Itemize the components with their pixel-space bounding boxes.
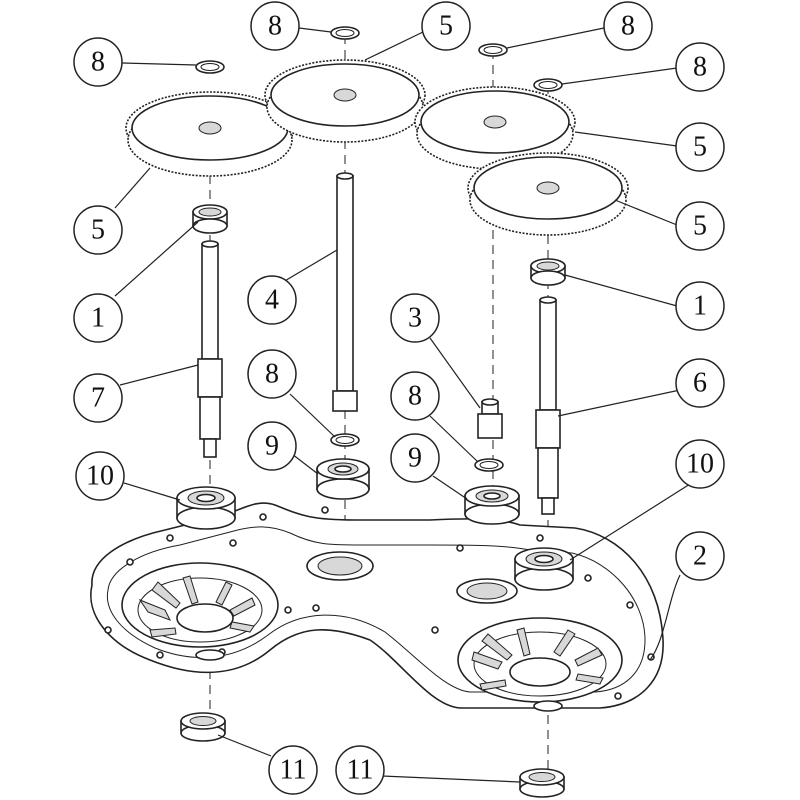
callout-label: 8 bbox=[693, 52, 707, 83]
bushings bbox=[192, 204, 566, 286]
shaft-center bbox=[332, 172, 358, 412]
callout-5-right-lower: 5 bbox=[675, 201, 725, 251]
bearing-10-left bbox=[176, 486, 236, 530]
pinion-shaft bbox=[477, 398, 503, 439]
callout-label: 2 bbox=[693, 541, 707, 572]
callout-8-right-lower: 8 bbox=[390, 371, 440, 421]
callout-label: 3 bbox=[408, 303, 422, 334]
bearing-9-right bbox=[464, 485, 520, 525]
callout-label: 11 bbox=[347, 755, 374, 786]
gear-right-upper bbox=[414, 86, 576, 170]
callout-label: 5 bbox=[91, 215, 105, 246]
callout-label: 8 bbox=[621, 11, 635, 42]
callout-label: 1 bbox=[693, 291, 707, 322]
gear-top-center bbox=[264, 59, 426, 143]
callout-5-top: 5 bbox=[421, 1, 471, 51]
bearing-9-left bbox=[316, 458, 370, 500]
callout-8-right: 8 bbox=[675, 42, 725, 92]
callout-5-left: 5 bbox=[73, 205, 123, 255]
callout-11-left: 11 bbox=[268, 745, 318, 795]
callout-1-left: 1 bbox=[73, 293, 123, 343]
callout-1-right: 1 bbox=[675, 281, 725, 331]
callout-4: 4 bbox=[247, 275, 297, 325]
callout-5-right-upper: 5 bbox=[675, 122, 725, 172]
bearing-11-left bbox=[180, 712, 226, 742]
callout-label: 8 bbox=[268, 11, 282, 42]
callout-label: 8 bbox=[265, 359, 279, 390]
callout-label: 8 bbox=[408, 381, 422, 412]
callout-10-right: 10 bbox=[675, 439, 725, 489]
callout-label: 5 bbox=[693, 211, 707, 242]
housing-plate bbox=[90, 502, 664, 712]
callout-label: 10 bbox=[686, 449, 714, 480]
leader-lines bbox=[114, 27, 691, 783]
shaft-right bbox=[535, 296, 561, 515]
callout-label: 7 bbox=[91, 383, 105, 414]
bearing-10-right bbox=[514, 547, 574, 591]
shaft-left bbox=[197, 240, 223, 458]
callout-label: 4 bbox=[265, 285, 279, 316]
callout-label: 5 bbox=[693, 132, 707, 163]
callout-label: 6 bbox=[693, 368, 707, 399]
callout-10-left: 10 bbox=[75, 451, 125, 501]
callout-2: 2 bbox=[675, 531, 725, 581]
callout-6: 6 bbox=[675, 358, 725, 408]
callout-8-left: 8 bbox=[73, 37, 123, 87]
callout-9-left: 9 bbox=[247, 421, 297, 471]
callout-7: 7 bbox=[73, 373, 123, 423]
washers bbox=[195, 26, 563, 472]
callout-8-center-lower: 8 bbox=[247, 349, 297, 399]
callout-9-right: 9 bbox=[390, 433, 440, 483]
callout-8-top-center: 8 bbox=[250, 1, 300, 51]
callout-label: 10 bbox=[86, 461, 114, 492]
callout-label: 1 bbox=[91, 303, 105, 334]
callout-3: 3 bbox=[390, 293, 440, 343]
callout-8-top-right: 8 bbox=[603, 1, 653, 51]
callout-label: 11 bbox=[280, 755, 307, 786]
bearing-11-right bbox=[519, 768, 565, 798]
right-bowl bbox=[457, 617, 623, 703]
left-bowl bbox=[121, 562, 279, 648]
callout-11-right: 11 bbox=[335, 745, 385, 795]
callout-label: 9 bbox=[265, 431, 279, 462]
callout-label: 8 bbox=[91, 47, 105, 78]
rim-holes bbox=[104, 506, 655, 700]
callout-label: 5 bbox=[439, 11, 453, 42]
gear-right-lower bbox=[467, 152, 629, 236]
callout-label: 9 bbox=[408, 443, 422, 474]
